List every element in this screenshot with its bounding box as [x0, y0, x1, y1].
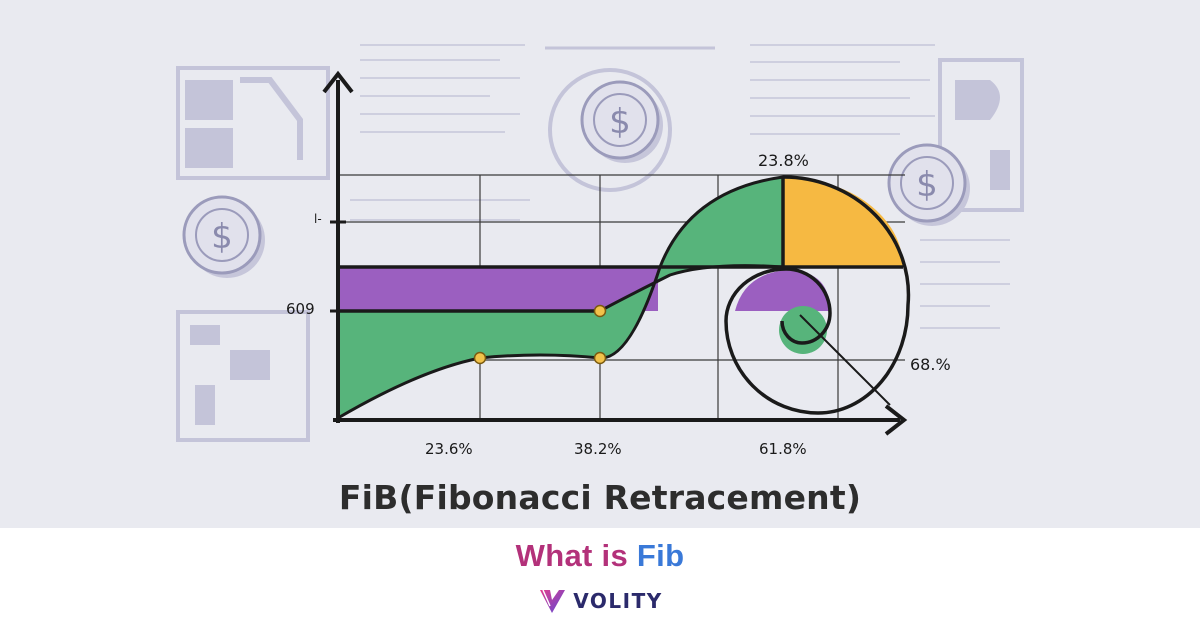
up-arrow-icon — [322, 70, 354, 94]
x-tick-label: 38.2% — [574, 440, 622, 458]
brand[interactable]: VOLITY — [0, 586, 1200, 616]
annotation-label: 68.% — [910, 355, 951, 374]
retracement-dots — [473, 304, 607, 365]
headline: What is Fib — [0, 538, 1200, 574]
x-tick-label: 23.6% — [425, 440, 473, 458]
svg-text:$: $ — [609, 102, 631, 142]
footer: What is Fib VOLITY — [0, 528, 1200, 628]
dollar-coin-icon: $ — [182, 195, 265, 278]
right-arrow-icon — [884, 404, 908, 436]
svg-text:$: $ — [916, 165, 938, 205]
fib-illustration: $ $ $ — [0, 0, 1200, 528]
headline-part1: What is — [515, 538, 628, 573]
background-decoration — [176, 44, 1024, 442]
illustration-title: FiB(Fibonacci Retracement) — [338, 478, 862, 517]
y-tick-label: l- — [314, 212, 322, 226]
diagonal-line — [799, 314, 891, 406]
level-lines — [338, 177, 903, 313]
green-spiral-center — [779, 306, 827, 354]
brand-name: VOLITY — [573, 589, 663, 613]
dollar-coin-icon: $ — [580, 80, 663, 163]
yellow-block — [783, 177, 903, 267]
headline-part2: Fib — [636, 538, 685, 573]
dollar-coin-icon: $ — [887, 143, 970, 226]
y-tick-label: 609 — [286, 300, 315, 318]
fibonacci-spiral — [724, 175, 911, 415]
x-tick-label: 61.8% — [759, 440, 807, 458]
volity-logo-icon — [540, 589, 566, 613]
svg-text:$: $ — [211, 217, 233, 257]
annotation-label: 23.8% — [758, 151, 809, 170]
purple-band — [338, 267, 658, 311]
purple-spiral-piece — [735, 270, 830, 311]
illustration-graphic: $ $ $ — [176, 44, 1024, 442]
